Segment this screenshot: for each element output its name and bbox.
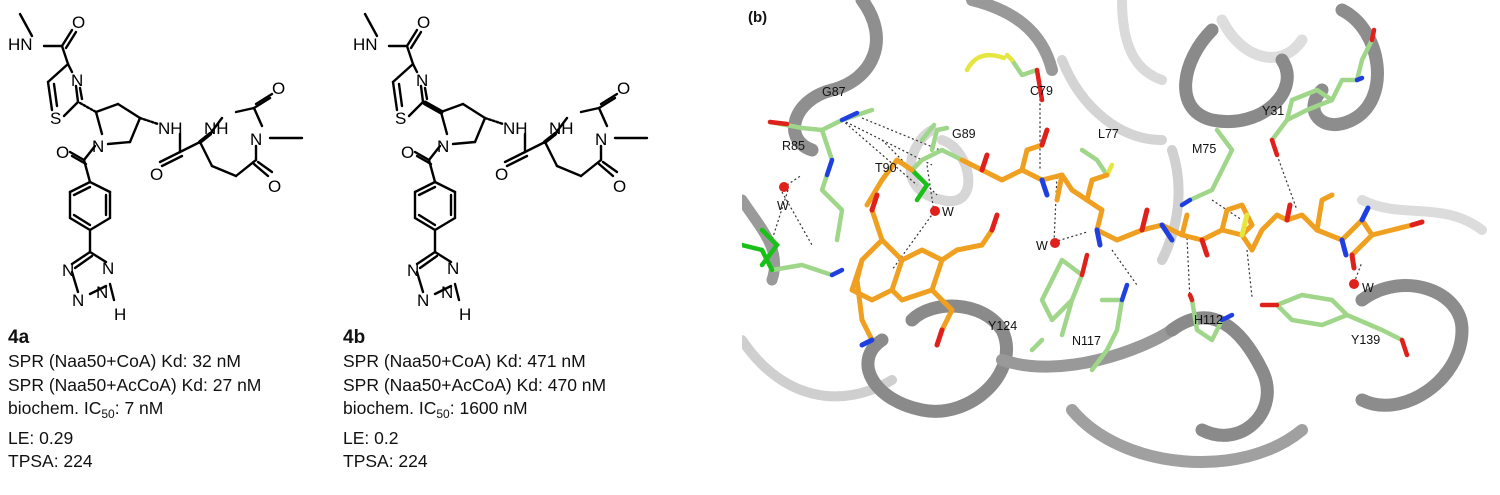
ligand-efficiency: LE: 0.29 bbox=[8, 427, 74, 448]
spr-coa-kd: SPR (Naa50+CoA) Kd: 32 nM bbox=[8, 351, 241, 371]
atom-label: S bbox=[50, 109, 61, 128]
atom-label: N bbox=[595, 130, 607, 149]
ic50-prefix: biochem. IC bbox=[343, 398, 437, 418]
water-label: W bbox=[1036, 239, 1048, 253]
protein-ribbon bbox=[736, 0, 1469, 468]
atom-label: N bbox=[102, 259, 114, 278]
ic50-value: : 7 nM bbox=[114, 398, 164, 418]
compound-4a-panel: HN O N S N NH O O NH O N O N N N N H 4a … bbox=[0, 0, 360, 490]
atom-label: NH bbox=[503, 119, 528, 138]
ic50-subscript: 50 bbox=[436, 407, 450, 421]
atom-label: NH bbox=[204, 119, 229, 138]
residue-label-l77: L77 bbox=[1098, 127, 1119, 141]
residue-label-y31: Y31 bbox=[1262, 104, 1284, 118]
atom-label: N bbox=[96, 283, 108, 302]
compound-4b-panel: HN O N S N NH O O NH O N O N N N N H 4b … bbox=[335, 0, 715, 490]
atom-label: N bbox=[447, 259, 459, 278]
residue-label-y124: Y124 bbox=[988, 319, 1017, 333]
residue-label-n117: N117 bbox=[1072, 334, 1101, 348]
residue-label-g87: G87 bbox=[822, 85, 846, 99]
residue-label-g89: G89 bbox=[952, 127, 976, 141]
atom-label: O bbox=[56, 143, 69, 162]
ligand bbox=[849, 142, 1415, 343]
atom-label: NH bbox=[549, 119, 574, 138]
atom-label: O bbox=[617, 79, 630, 98]
residue-label-t90: T90 bbox=[875, 161, 897, 175]
ligand-efficiency: LE: 0.2 bbox=[343, 427, 399, 448]
residue-label-c79: C79 bbox=[1030, 84, 1053, 98]
water-1 bbox=[779, 182, 789, 192]
atom-label: O bbox=[72, 13, 85, 32]
panel-label: (b) bbox=[748, 9, 767, 26]
spr-coa-kd: SPR (Naa50+CoA) Kd: 471 nM bbox=[343, 351, 586, 371]
residue-label-y139: Y139 bbox=[1351, 333, 1380, 347]
compound-4a-structure: HN O N S N NH O O NH O N O N N N N H bbox=[8, 12, 304, 324]
water-labels: W W W W bbox=[777, 199, 1374, 295]
water-2 bbox=[930, 206, 940, 216]
atom-label: O bbox=[268, 177, 281, 196]
crystal-structure-view: W W W W G87 C79 L77 M75 Y31 R85 G89 T90 … bbox=[736, 0, 1487, 468]
water-3 bbox=[1050, 238, 1060, 248]
ligand-heteroatoms bbox=[859, 127, 1425, 348]
atom-label: N bbox=[62, 261, 74, 280]
atom-label: N bbox=[441, 283, 453, 302]
spr-accoa-kd: SPR (Naa50+AcCoA) Kd: 470 nM bbox=[343, 374, 607, 395]
compound-4b-structure: HN O N S N NH O O NH O N O N N N N H bbox=[353, 12, 649, 324]
protein-ribbon-background bbox=[737, 0, 1487, 402]
compound-properties: SPR (Naa50+CoA) Kd: 471 nM SPR (Naa50+Ac… bbox=[343, 350, 606, 474]
atom-label: O bbox=[495, 165, 508, 184]
atom-label: H bbox=[114, 305, 126, 324]
crystal-structure-panel: W W W W G87 C79 L77 M75 Y31 R85 G89 T90 … bbox=[736, 0, 1500, 490]
tpsa: TPSA: 224 bbox=[343, 451, 428, 471]
residue-label-m75: M75 bbox=[1192, 142, 1216, 156]
residue-label-r85: R85 bbox=[782, 139, 805, 153]
water-label: W bbox=[1362, 281, 1374, 295]
compound-id: 4a bbox=[8, 327, 30, 348]
atom-label: N bbox=[72, 291, 84, 310]
ic50-subscript: 50 bbox=[101, 407, 115, 421]
atom-label: N bbox=[437, 137, 449, 156]
atom-label: N bbox=[92, 137, 104, 156]
atom-label: O bbox=[417, 13, 430, 32]
atom-label: O bbox=[272, 79, 285, 98]
ic50-prefix: biochem. IC bbox=[8, 398, 102, 418]
atom-label: N bbox=[71, 71, 83, 90]
water-4 bbox=[1349, 279, 1359, 289]
ic50-value: : 1600 nM bbox=[449, 398, 528, 418]
water-molecules bbox=[779, 182, 1359, 289]
atom-label: O bbox=[401, 143, 414, 162]
residue-labels: G87 C79 L77 M75 Y31 R85 G89 T90 Y124 N11… bbox=[782, 84, 1380, 348]
residue-label-h112: H112 bbox=[1194, 313, 1223, 327]
atom-label: S bbox=[395, 109, 406, 128]
atom-label: NH bbox=[158, 119, 183, 138]
atom-label: N bbox=[416, 71, 428, 90]
atom-label: N bbox=[417, 291, 429, 310]
tpsa: TPSA: 224 bbox=[8, 451, 93, 471]
biochem-ic50: biochem. IC50: 7 nM bbox=[8, 397, 261, 427]
compound-id: 4b bbox=[343, 327, 366, 348]
water-label: W bbox=[942, 205, 954, 219]
phosphate-groups bbox=[759, 167, 930, 268]
atom-label: N bbox=[250, 130, 262, 149]
atom-label: HN bbox=[8, 35, 33, 54]
biochem-ic50: biochem. IC50: 1600 nM bbox=[343, 397, 606, 427]
atom-label: H bbox=[459, 305, 471, 324]
atom-label: O bbox=[150, 165, 163, 184]
spr-accoa-kd: SPR (Naa50+AcCoA) Kd: 27 nM bbox=[8, 374, 262, 395]
compound-properties: SPR (Naa50+CoA) Kd: 32 nM SPR (Naa50+AcC… bbox=[8, 350, 261, 474]
atom-label: HN bbox=[353, 35, 378, 54]
atom-label: O bbox=[613, 177, 626, 196]
water-label: W bbox=[777, 199, 789, 213]
atom-label: N bbox=[407, 261, 419, 280]
